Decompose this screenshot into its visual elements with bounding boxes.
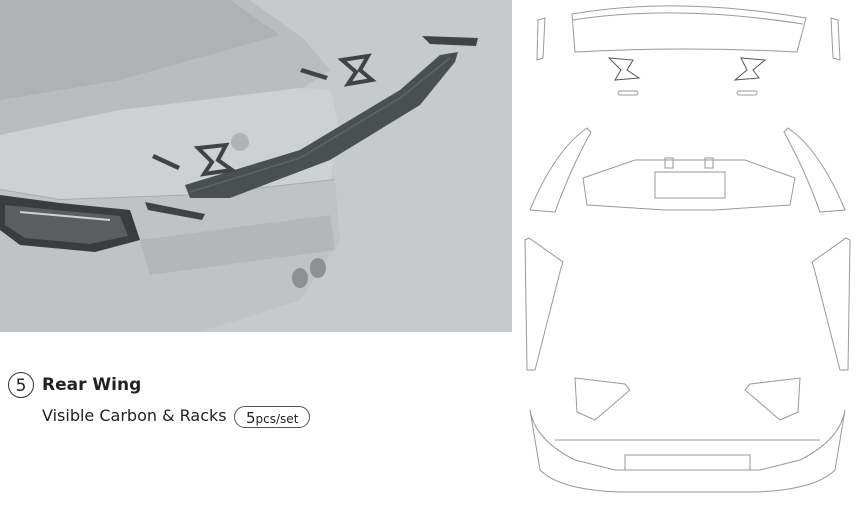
product-photo	[0, 0, 512, 332]
car-rear-illustration	[0, 0, 512, 332]
diagram-canard-left	[574, 377, 631, 421]
item-number-badge: 5	[8, 372, 34, 398]
parts-line-diagram	[515, 0, 860, 510]
quantity-count: 5	[246, 409, 256, 427]
quantity-badge: 5pcs/set	[234, 406, 311, 428]
diagram-rear-wing	[571, 5, 807, 53]
diagram-endplate-right	[830, 17, 841, 61]
diagram-upright-right	[733, 57, 767, 81]
product-caption: 5 Rear Wing Visible Carbon & Racks 5pcs/…	[8, 368, 488, 438]
quantity-unit: pcs/set	[255, 412, 299, 426]
diagram-upright-left	[607, 57, 641, 81]
diagram-diffuser	[582, 159, 796, 211]
diagram-side-skirt-right	[811, 237, 851, 371]
diagram-side-skirt-left	[524, 237, 564, 371]
product-description: Visible Carbon & Racks	[42, 406, 227, 425]
diagram-side-flap-left	[529, 127, 592, 213]
product-title: Rear Wing	[42, 375, 142, 395]
diagram-canard-right	[744, 377, 801, 421]
diagram-endplate-left	[536, 17, 546, 61]
diagram-front-lip	[529, 409, 846, 493]
diagram-side-flap-right	[783, 127, 846, 213]
